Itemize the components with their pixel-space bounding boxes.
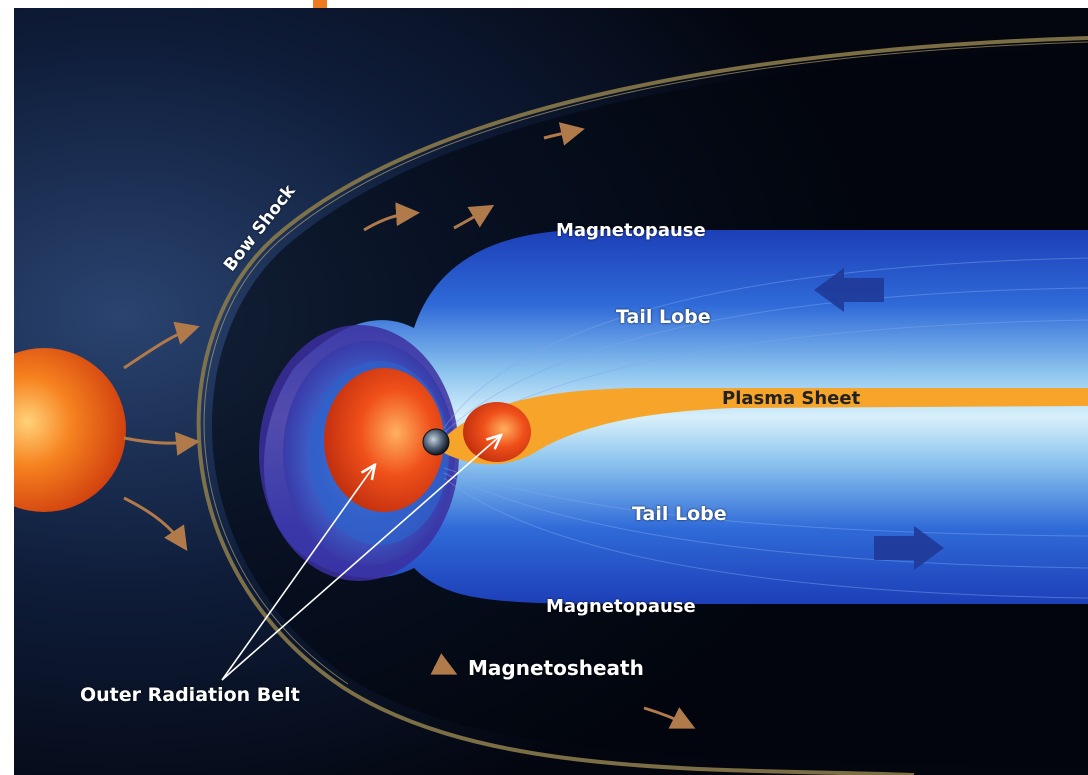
diagram-canvas (14, 8, 1088, 775)
plasma-sheet-label: Plasma Sheet (722, 388, 861, 409)
tail-flow-arrow-left (814, 268, 884, 312)
accent-tab (313, 0, 327, 8)
earth (422, 428, 450, 456)
magnetopause-top-label: Magnetopause (556, 220, 706, 241)
magnetosphere-diagram: Bow Shock Magnetopause Tail Lobe Plasma … (14, 8, 1088, 775)
tail-lobe-top-label: Tail Lobe (616, 306, 711, 328)
tail-flow-arrow-right (874, 526, 944, 570)
radiation-belt-pointers (221, 436, 500, 681)
sun (14, 348, 126, 512)
plasma-sheet-band (444, 388, 1088, 465)
magnetosphere-tail (264, 230, 1088, 604)
magnetosheath-label: Magnetosheath (468, 656, 644, 680)
bow-shock-curve (196, 36, 1088, 775)
solar-wind-arrows (123, 122, 696, 729)
outer-radiation-belt-dayside (324, 368, 444, 512)
outer-radiation-belt-nightside (463, 402, 531, 462)
tail-lobe-bottom-label: Tail Lobe (632, 503, 727, 525)
magnetopause-bottom-label: Magnetopause (546, 596, 696, 617)
outer-radiation-belt-label: Outer Radiation Belt (80, 684, 300, 706)
